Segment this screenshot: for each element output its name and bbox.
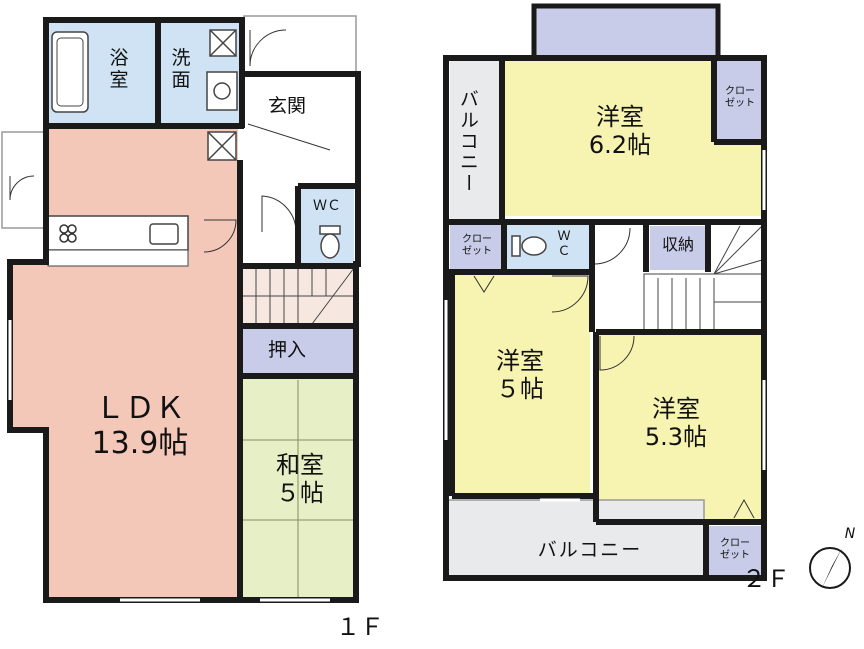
floor2-stairs <box>643 225 763 333</box>
floor2-western-north-fill <box>504 60 714 216</box>
room-closet-bottom-label: クロー ゼット <box>720 538 750 561</box>
floor1-porch <box>243 15 357 73</box>
room-western-north-label: 洋室 6.2帖 <box>588 103 652 159</box>
room-western-53-label: 洋室 5.3帖 <box>644 395 708 451</box>
room-closet-left-label: クロー ゼット <box>462 234 492 257</box>
floor1-label: １Ｆ <box>336 613 384 641</box>
room-storage2-label: 収納 <box>661 235 694 254</box>
room-wc1-label: ＷＣ <box>313 198 341 214</box>
bathtub <box>51 31 89 113</box>
floor2-toilet <box>511 235 547 257</box>
room-closet-top-label: クロー ゼット <box>725 86 755 109</box>
room-bath-label: 浴 室 <box>109 47 129 91</box>
floor2-closet-left-fill <box>450 224 504 270</box>
floor2-plan <box>443 3 767 581</box>
floor2-west-balcony-fill <box>450 60 500 220</box>
floor1-toilet <box>319 225 341 259</box>
floor2-closet-top-fill <box>716 60 762 142</box>
room-south-balcony-label: バルコニー <box>537 539 643 561</box>
floor2-closet-bottom-fill <box>708 526 762 576</box>
floor1-stairs <box>241 267 355 325</box>
floor1-side-porch <box>1 131 45 229</box>
floor2-western-5-fill <box>450 274 590 494</box>
floor1-storage-fill <box>242 326 354 374</box>
washbasin <box>206 71 238 111</box>
room-washitsu-label: 和室 ５帖 <box>276 451 324 507</box>
room-washroom-label: 洗 面 <box>171 47 191 91</box>
floor2-south-balcony-fill <box>445 499 705 577</box>
compass-north-label: N <box>844 526 856 542</box>
floor2-storage-fill <box>650 226 706 270</box>
room-entrance-label: 玄関 <box>267 95 306 117</box>
room-ldk-label: ＬＤＫ 13.9帖 <box>91 391 189 461</box>
floor2-label: ２Ｆ <box>742 565 790 593</box>
floor2-top-bay <box>531 3 721 61</box>
room-west-balcony-label: バルコニー <box>456 88 479 194</box>
room-storage1-label: 押入 <box>267 339 306 361</box>
floor1-plan <box>1 15 361 603</box>
floor2-western-53-fill <box>598 334 762 520</box>
compass-icon <box>809 547 851 589</box>
room-western-5-label: 洋室 ５帖 <box>496 347 544 403</box>
room-wc2-label: Ｗ Ｃ <box>557 229 571 259</box>
